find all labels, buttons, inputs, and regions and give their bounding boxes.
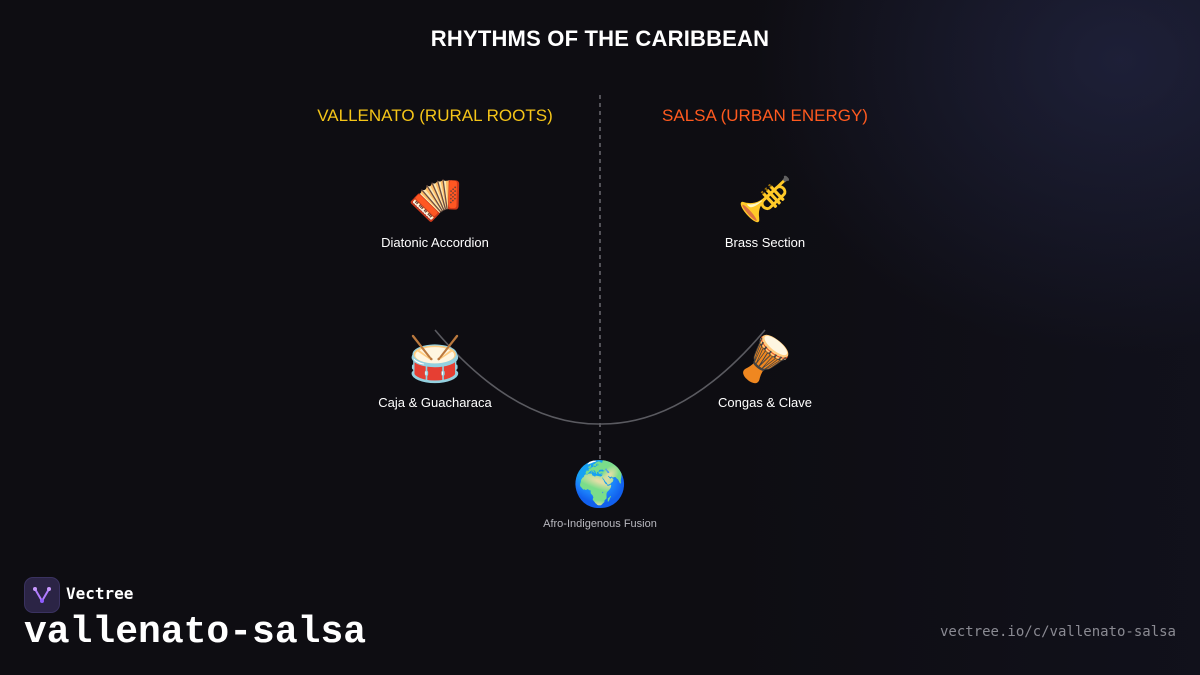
node-label: Brass Section <box>724 235 806 250</box>
vectree-logo-icon <box>24 577 60 613</box>
accordion-icon: 🪗 <box>407 174 463 225</box>
brand-name: Vectree <box>66 584 134 603</box>
left-connector <box>434 329 601 425</box>
drum-icon: 🥁 <box>407 334 463 385</box>
conga-drum-icon: 🪘 <box>737 334 793 385</box>
node-brass: 🎺 Brass Section <box>665 173 865 250</box>
right-connector <box>599 329 766 425</box>
globe-icon: 🌍 <box>572 459 628 510</box>
node-congas: 🪘 Congas & Clave <box>665 333 865 410</box>
page-title: RHYTHMS OF THE CARIBBEAN <box>430 26 770 51</box>
salsa-heading: SALSA (URBAN ENERGY) <box>662 106 868 125</box>
source-url[interactable]: vectree.io/c/vallenato-salsa <box>939 624 1176 640</box>
diagram-slug: vallenato-salsa <box>24 611 367 654</box>
node-fusion: 🌍 Afro-Indigenous Fusion <box>500 458 700 530</box>
node-label: Afro-Indigenous Fusion <box>543 518 657 530</box>
node-label: Diatonic Accordion <box>381 235 489 250</box>
node-label: Caja & Guacharaca <box>378 395 492 410</box>
node-label: Congas & Clave <box>718 395 812 410</box>
node-caja: 🥁 Caja & Guacharaca <box>335 333 535 410</box>
vallenato-heading: VALLENATO (RURAL ROOTS) <box>317 106 553 125</box>
trumpet-icon: 🎺 <box>737 174 793 225</box>
node-accordion: 🪗 Diatonic Accordion <box>335 173 535 250</box>
